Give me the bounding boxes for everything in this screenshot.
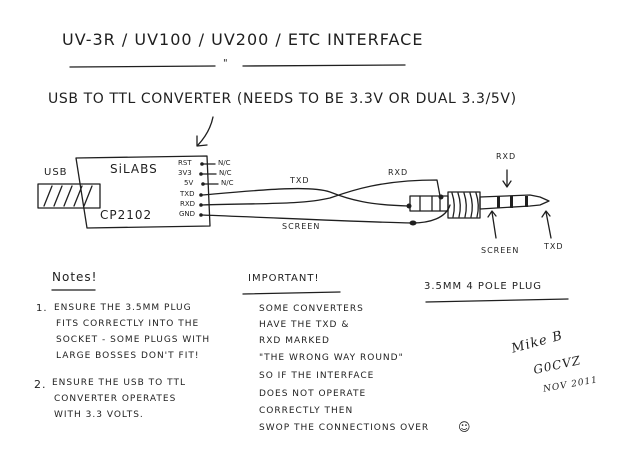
plug-ring-insulator [525, 196, 528, 207]
pin-dot-rxd [199, 203, 203, 207]
note-1-line: LARGE BOSSES DON'T FIT! [56, 351, 200, 361]
pin-label-5v: 5V [184, 179, 194, 187]
rxd-wire-label: RXD [388, 168, 409, 177]
notes-heading: Notes! [52, 270, 98, 284]
note-1-line: SOCKET - SOME PLUGS WITH [56, 335, 211, 345]
pin-label-rst: RST [178, 159, 192, 167]
plug-ring-insulator [510, 196, 513, 208]
important-underline [242, 291, 341, 295]
txd-arrow-head [541, 210, 551, 218]
important-line: CORRECTLY THEN [259, 406, 354, 416]
plug-caption: 3.5MM 4 POLE PLUG [424, 281, 543, 292]
txd-solder-point [406, 203, 412, 209]
pin-dot-rst [200, 162, 204, 166]
converter-arrow-head [196, 135, 208, 147]
title-mark: " [223, 58, 229, 69]
important-line: HAVE THE TXD & [259, 320, 350, 330]
converter-arrow [197, 116, 214, 146]
pin-label-3v3: 3V3 [178, 169, 192, 177]
screen-arrow [491, 211, 497, 239]
usb-hatching [43, 185, 93, 207]
plug-ring-insulator [497, 196, 500, 208]
pin-label-gnd: GND [179, 210, 196, 218]
pin-nc-3v3: N/C [219, 169, 232, 177]
important-heading: IMPORTANT! [248, 273, 320, 284]
smiley-icon: ☺ [458, 420, 472, 434]
title-underline-left [69, 65, 216, 68]
important-line: "THE WRONG WAY ROUND" [259, 353, 404, 363]
title-underline-right [242, 64, 406, 67]
plug-rxd-label: RXD [496, 152, 517, 161]
txd-wire-label: TXD [290, 176, 310, 185]
screen-wire [201, 204, 451, 224]
plug-screen-label: SCREEN [481, 246, 520, 255]
txd-arrow [545, 211, 552, 239]
pin-nc-rst: N/C [218, 159, 231, 167]
note-2-line: ENSURE THE USB TO TTL [52, 378, 186, 388]
pin-dot-gnd [199, 213, 203, 217]
plug-caption-underline [425, 298, 569, 303]
important-line: SOME CONVERTERS [259, 304, 364, 314]
note-1-number: 1. [36, 303, 48, 314]
converter-heading: USB TO TTL CONVERTER (NEEDS TO BE 3.3V O… [48, 91, 517, 107]
plug-shaft [479, 194, 550, 210]
important-line: DOES NOT OPERATE [259, 389, 367, 399]
rxd-arrow-head [502, 180, 512, 188]
note-2-line: CONVERTER OPERATES [54, 394, 177, 404]
pin-label-rxd: RXD [180, 200, 196, 208]
note-2-number: 2. [34, 378, 47, 391]
pin-dot-3v3 [199, 172, 203, 176]
note-2-line: WITH 3.3 VOLTS. [54, 410, 144, 420]
rxd-wire [201, 179, 441, 206]
converter-board [75, 155, 211, 229]
usb-label: USB [44, 167, 68, 178]
screen-solder-point [409, 220, 417, 226]
converter-brand: SiLABS [110, 162, 158, 176]
converter-chip: CP2102 [100, 208, 153, 222]
diagram-title: UV-3R / UV100 / UV200 / ETC INTERFACE [62, 30, 424, 49]
note-1-line: FITS CORRECTLY INTO THE [56, 319, 200, 329]
rxd-solder-point [438, 194, 444, 200]
pin-label-txd: TXD [180, 190, 195, 198]
plug-grip-ridges [451, 192, 479, 218]
pin-dot-5v [201, 182, 205, 186]
note-1-line: ENSURE THE 3.5MM PLUG [54, 303, 192, 313]
pin-dot-txd [199, 193, 203, 197]
txd-wire [201, 187, 409, 207]
usb-connector [37, 183, 101, 209]
important-line: SWOP THE CONNECTIONS OVER [259, 423, 430, 433]
important-line: SO IF THE INTERFACE [259, 371, 375, 381]
pin-nc-5v: N/C [221, 179, 234, 187]
screen-arrow-head [487, 210, 497, 218]
important-line: RXD MARKED [259, 336, 330, 346]
screen-wire-label: SCREEN [282, 222, 321, 231]
plug-txd-label: TXD [544, 242, 564, 251]
